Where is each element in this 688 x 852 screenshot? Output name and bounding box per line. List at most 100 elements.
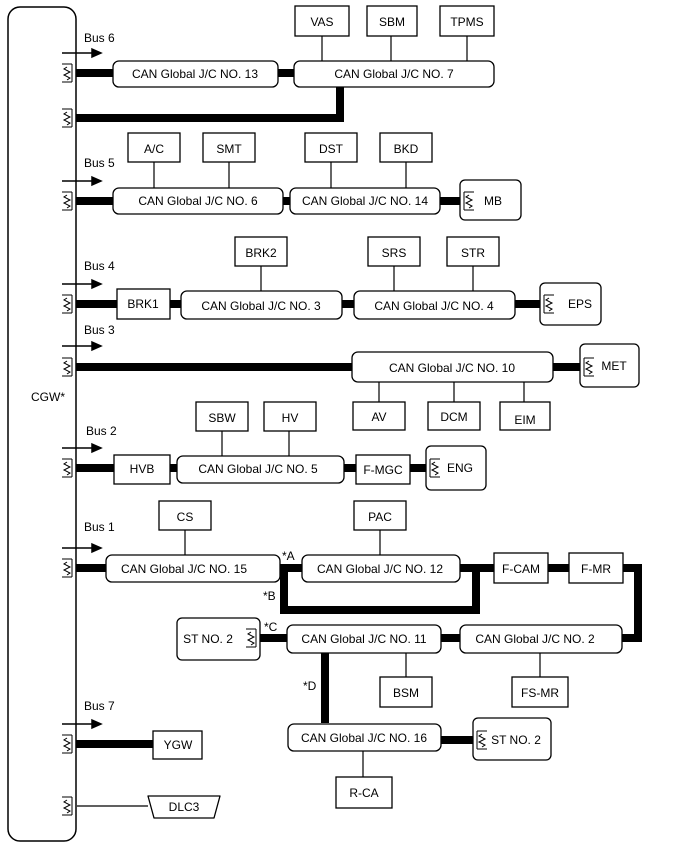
dst-label: DST bbox=[319, 142, 344, 156]
note-a: *A bbox=[282, 549, 295, 563]
ecu-sbw-box bbox=[195, 401, 249, 432]
resistor-icon bbox=[62, 63, 73, 83]
st2-upper-label: ST NO. 2 bbox=[183, 632, 233, 646]
jc5-label: CAN Global J/C NO. 5 bbox=[198, 462, 318, 476]
cgw-gateway bbox=[7, 6, 77, 842]
bus-1-label: Bus 1 bbox=[84, 520, 115, 534]
ecu-str-box bbox=[446, 236, 500, 267]
ecu-fcam-box bbox=[493, 552, 549, 584]
resistor-icon bbox=[62, 108, 73, 128]
jc4-label: CAN Global J/C NO. 4 bbox=[374, 299, 494, 313]
fsmr-label: FS-MR bbox=[521, 686, 559, 700]
eim-label: EIM bbox=[514, 413, 535, 427]
resistor-icon bbox=[62, 294, 73, 314]
ecu-ygw-box bbox=[152, 730, 203, 760]
ecu-resistors bbox=[246, 191, 594, 750]
resistor-icon bbox=[543, 294, 554, 314]
bus-2-label: Bus 2 bbox=[86, 424, 117, 438]
bus-lines bbox=[75, 69, 642, 748]
ecu-bsm-box bbox=[379, 676, 433, 708]
ecu-dcm-box bbox=[427, 401, 481, 431]
jc10-label: CAN Global J/C NO. 10 bbox=[389, 361, 515, 375]
jc11-label: CAN Global J/C NO. 11 bbox=[301, 632, 426, 646]
note-d: *D bbox=[303, 679, 317, 693]
jc2-box bbox=[459, 624, 623, 654]
ecu-vas-box bbox=[294, 5, 350, 37]
resistor-icon bbox=[62, 458, 73, 478]
jc7-label: CAN Global J/C NO. 7 bbox=[334, 67, 454, 81]
hv-label: HV bbox=[282, 411, 299, 425]
ecu-hv-box bbox=[263, 401, 317, 432]
jc16-box bbox=[287, 723, 442, 752]
ecu-st2-box-lower bbox=[472, 717, 552, 761]
met-label: MET bbox=[601, 359, 627, 373]
jc10-box bbox=[351, 351, 554, 383]
ecu-brk1-box bbox=[116, 288, 171, 320]
jc16-label: CAN Global J/C NO. 16 bbox=[301, 731, 427, 745]
jc13-box bbox=[112, 60, 279, 88]
rca-label: R-CA bbox=[349, 786, 378, 800]
sbw-label: SBW bbox=[208, 411, 236, 425]
eng-label: ENG bbox=[447, 461, 473, 475]
ygw-label: YGW bbox=[164, 738, 193, 752]
str-label: STR bbox=[461, 246, 485, 260]
ecu-smt-box bbox=[202, 132, 256, 163]
pac-label: PAC bbox=[368, 510, 392, 524]
vas-label: VAS bbox=[310, 15, 333, 29]
ecu-brk2-box bbox=[234, 236, 288, 267]
ecu-srs-box bbox=[367, 236, 421, 267]
ecu-eps-box bbox=[539, 282, 602, 326]
fmgc-label: F-MGC bbox=[363, 463, 403, 477]
bus-6-label: Bus 6 bbox=[84, 31, 115, 45]
tpms-label: TPMS bbox=[450, 15, 483, 29]
jc5-box bbox=[176, 455, 345, 484]
box-labels: VAS SBM TPMS CAN Global J/C NO. 13 CAN G… bbox=[121, 15, 627, 814]
jc6-box bbox=[112, 187, 284, 215]
resistor-icon bbox=[246, 628, 257, 648]
note-c: *C bbox=[264, 620, 278, 634]
av-label: AV bbox=[371, 410, 386, 424]
jc7-box bbox=[293, 60, 495, 88]
ecu-cs-box bbox=[158, 500, 212, 531]
resistor-icon bbox=[62, 357, 73, 377]
ecu-hvb-box bbox=[113, 454, 171, 485]
brk2-label: BRK2 bbox=[245, 246, 277, 260]
hvb-label: HVB bbox=[130, 462, 155, 476]
resistor-icon bbox=[463, 191, 474, 211]
resistor-icon bbox=[429, 458, 440, 478]
bus-4-label: Bus 4 bbox=[84, 259, 115, 273]
ecu-sbm-box bbox=[366, 5, 418, 37]
jc14-box bbox=[289, 187, 441, 215]
ecu-fmr-box bbox=[568, 552, 624, 584]
ecu-st2-box-upper bbox=[176, 617, 261, 661]
ac-label: A/C bbox=[144, 142, 164, 156]
brk1-label: BRK1 bbox=[127, 297, 159, 311]
ecu-eim-box bbox=[499, 401, 551, 431]
ecu-ac-box bbox=[127, 132, 181, 163]
jc12-label: CAN Global J/C NO. 12 bbox=[317, 562, 443, 576]
bus-3-label: Bus 3 bbox=[84, 323, 115, 337]
dcm-label: DCM bbox=[440, 410, 467, 424]
ecu-tpms-box bbox=[439, 5, 495, 37]
jc11-box bbox=[286, 624, 442, 654]
ecu-mb-box bbox=[459, 179, 522, 221]
ecu-met-box bbox=[579, 343, 640, 388]
ecu-fsmr-box bbox=[511, 676, 569, 708]
bus-7-label: Bus 7 bbox=[84, 699, 115, 713]
fmr-label: F-MR bbox=[581, 562, 611, 576]
jc2-label: CAN Global J/C NO. 2 bbox=[475, 632, 595, 646]
resistor-icon bbox=[62, 796, 73, 816]
resistor-icon bbox=[62, 558, 73, 578]
bus-5-label: Bus 5 bbox=[84, 156, 115, 170]
fcam-label: F-CAM bbox=[502, 562, 540, 576]
jc15-label: CAN Global J/C NO. 15 bbox=[121, 562, 247, 576]
component-boxes bbox=[105, 5, 640, 819]
st2-lower-label: ST NO. 2 bbox=[491, 733, 541, 747]
bkd-label: BKD bbox=[394, 142, 419, 156]
resistor-icon bbox=[583, 357, 594, 377]
srs-label: SRS bbox=[382, 246, 407, 260]
jc13-label: CAN Global J/C NO. 13 bbox=[132, 67, 258, 81]
jc3-label: CAN Global J/C NO. 3 bbox=[201, 299, 321, 313]
note-b: *B bbox=[263, 589, 276, 603]
